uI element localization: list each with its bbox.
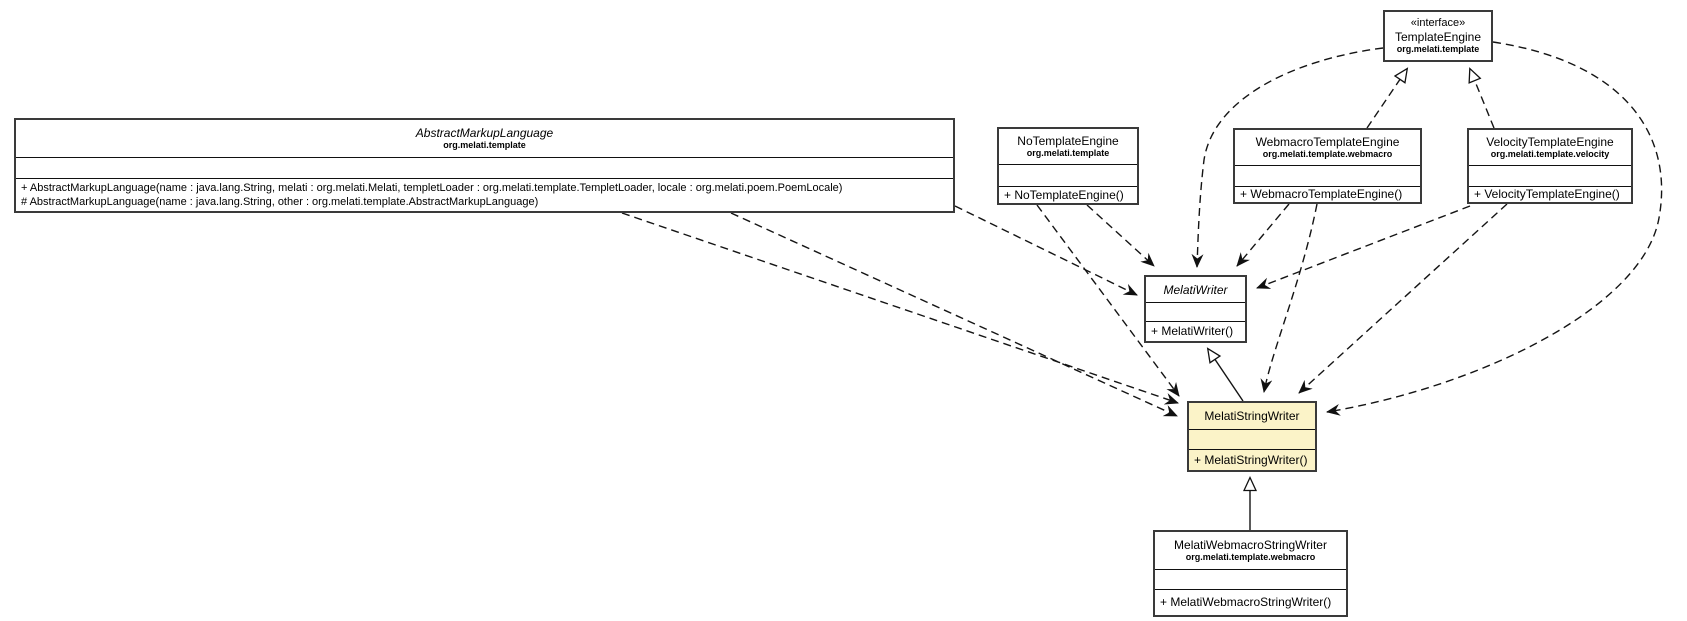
method-signature: + MelatiStringWriter() xyxy=(1194,452,1308,467)
package-label: org.melati.template.webmacro xyxy=(1185,552,1316,562)
class-box-melatiwebmacrostringwriter[interactable]: MelatiWebmacroStringWriter org.melati.te… xyxy=(1153,530,1348,617)
class-box-notemplateengine[interactable]: NoTemplateEngine org.melati.template + N… xyxy=(997,127,1139,205)
class-header: VelocityTemplateEngine org.melati.templa… xyxy=(1469,130,1631,167)
class-name[interactable]: WebmacroTemplateEngine xyxy=(1255,135,1400,150)
stereotype-label: «interface» xyxy=(1410,17,1466,29)
methods-compartment: + WebmacroTemplateEngine() xyxy=(1235,187,1420,202)
edge-dependency-NoTemplateEngine-to-MelatiStringWriter xyxy=(1036,204,1180,397)
package-label: org.melati.template xyxy=(1026,148,1110,158)
class-name[interactable]: MelatiStringWriter xyxy=(1204,409,1300,423)
method-signature: # AbstractMarkupLanguage(name : java.lan… xyxy=(21,196,539,208)
edge-dependency-TemplateEngine-to-MelatiWriter xyxy=(1191,47,1384,268)
method-signature: + AbstractMarkupLanguage(name : java.lan… xyxy=(21,182,843,194)
method-signature: + WebmacroTemplateEngine() xyxy=(1240,187,1403,201)
edge-dependency-TemplateEngine-to-MelatiStringWriter xyxy=(1326,41,1663,416)
class-box-webmacrotemplateengine[interactable]: WebmacroTemplateEngine org.melati.templa… xyxy=(1233,128,1422,204)
method-signature: + MelatiWriter() xyxy=(1151,324,1234,338)
package-label: org.melati.template xyxy=(443,140,526,150)
methods-compartment: + AbstractMarkupLanguage(name : java.lan… xyxy=(16,179,953,211)
method-signature: + NoTemplateEngine() xyxy=(1004,187,1124,202)
methods-compartment: + MelatiWriter() xyxy=(1146,322,1245,341)
class-name[interactable]: AbstractMarkupLanguage xyxy=(415,126,554,140)
class-header: WebmacroTemplateEngine org.melati.templa… xyxy=(1235,130,1420,167)
method-signature: + MelatiWebmacroStringWriter() xyxy=(1160,595,1332,609)
edge-dependency-AbstractMarkupLanguage-to-MelatiStringWriter xyxy=(621,212,1179,405)
package-label: org.melati.template.velocity xyxy=(1490,149,1610,160)
class-name[interactable]: TemplateEngine xyxy=(1394,30,1482,44)
class-name[interactable]: MelatiWebmacroStringWriter xyxy=(1174,538,1327,552)
class-header: MelatiWriter xyxy=(1146,277,1245,303)
class-box-melatistringwriter[interactable]: MelatiStringWriter + MelatiStringWriter(… xyxy=(1187,401,1317,472)
class-header: NoTemplateEngine org.melati.template xyxy=(999,129,1137,165)
fields-compartment xyxy=(1189,430,1315,450)
class-box-melatiwriter[interactable]: MelatiWriter + MelatiWriter() xyxy=(1144,275,1247,343)
fields-compartment xyxy=(999,165,1137,187)
class-header: «interface» TemplateEngine org.melati.te… xyxy=(1385,12,1491,60)
class-name[interactable]: MelatiWriter xyxy=(1163,282,1228,297)
methods-compartment: + VelocityTemplateEngine() xyxy=(1469,187,1631,202)
edge-generalization-MelatiStringWriter-to-MelatiWriter xyxy=(1208,349,1244,402)
methods-compartment: + NoTemplateEngine() xyxy=(999,187,1137,203)
package-label: org.melati.template xyxy=(1396,44,1480,54)
edge-dependency-AbstractMarkupLanguage-to-MelatiStringWriter xyxy=(730,212,1178,417)
class-name[interactable]: NoTemplateEngine xyxy=(1017,134,1119,148)
fields-compartment xyxy=(1155,570,1346,590)
edge-dependency-AbstractMarkupLanguage-to-MelatiWriter xyxy=(954,205,1138,296)
fields-compartment xyxy=(1469,166,1631,187)
class-header: MelatiStringWriter xyxy=(1189,403,1315,430)
methods-compartment: + MelatiWebmacroStringWriter() xyxy=(1155,590,1346,615)
fields-compartment xyxy=(16,158,953,179)
edge-realization-WebmacroTemplateEngine-to-TemplateEngine xyxy=(1366,69,1407,129)
class-header: AbstractMarkupLanguage org.melati.templa… xyxy=(16,120,953,158)
edge-dependency-WebmacroTemplateEngine-to-MelatiStringWriter xyxy=(1260,203,1318,393)
fields-compartment xyxy=(1235,166,1420,187)
edge-realization-VelocityTemplateEngine-to-TemplateEngine xyxy=(1470,69,1495,129)
class-box-abstractmarkuplanguage[interactable]: AbstractMarkupLanguage org.melati.templa… xyxy=(14,118,955,213)
edge-dependency-VelocityTemplateEngine-to-MelatiWriter xyxy=(1256,205,1471,289)
edge-dependency-WebmacroTemplateEngine-to-MelatiWriter xyxy=(1236,203,1290,267)
class-box-templateengine[interactable]: «interface» TemplateEngine org.melati.te… xyxy=(1383,10,1493,62)
package-label: org.melati.template.webmacro xyxy=(1262,149,1393,160)
method-signature: + VelocityTemplateEngine() xyxy=(1474,187,1620,201)
class-box-velocitytemplateengine[interactable]: VelocityTemplateEngine org.melati.templa… xyxy=(1467,128,1633,204)
fields-compartment xyxy=(1146,303,1245,322)
edge-dependency-VelocityTemplateEngine-to-MelatiStringWriter xyxy=(1298,203,1508,394)
edge-dependency-NoTemplateEngine-to-MelatiWriter xyxy=(1086,204,1155,267)
class-header: MelatiWebmacroStringWriter org.melati.te… xyxy=(1155,532,1346,570)
methods-compartment: + MelatiStringWriter() xyxy=(1189,450,1315,470)
class-name[interactable]: VelocityTemplateEngine xyxy=(1486,135,1614,150)
